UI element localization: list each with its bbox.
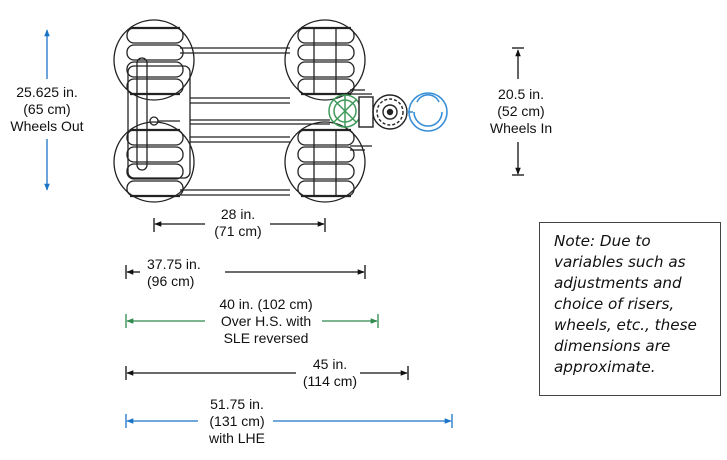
d37-line2: (96 cm) [147,273,195,289]
wheels-out-line1: 25.625 in. [16,84,78,100]
label-wheels-in: 20.5 in. (52 cm) Wheels In [476,86,566,137]
d28-line1: 28 in. [220,206,256,222]
d40-line1: 40 in. (102 cm) [219,296,313,312]
label-51in: 51.75 in. (131 cm) with LHE [196,396,278,447]
walker-top-view [113,19,372,203]
dim-40in [125,314,379,328]
dim-28in [153,218,326,232]
tire-shadows [130,26,351,198]
d45-line2: (114 cm) [302,373,358,389]
wheels-in-line3: Wheels In [489,120,553,136]
dim-45in [125,366,409,380]
d28-line2: (71 cm) [214,223,262,239]
d40-line3: SLE reversed [223,330,309,346]
head-support-hub [358,94,408,130]
label-45in: 45 in. (114 cm) [294,356,366,390]
d51-line3: with LHE [208,430,266,446]
wheels-in-line1: 20.5 in. [498,86,544,102]
dim-51in [125,414,453,428]
wheels-out-line2: (65 cm) [23,101,71,117]
d45-line1: 45 in. [312,356,348,372]
wheel-front-top [284,19,366,101]
d51-line2: (131 cm) [209,413,265,429]
lhe-accessory [407,92,448,132]
label-28in: 28 in. (71 cm) [205,206,271,240]
label-37in: 37.75 in. (96 cm) [144,256,230,290]
d37-line1: 37.75 in. [147,256,201,272]
label-wheels-out: 25.625 in. (65 cm) Wheels Out [4,84,90,135]
wheel-front-bottom [284,121,366,203]
dim-wheels-in [512,47,524,176]
d40-line2: Over H.S. with [220,313,312,329]
d51-line1: 51.75 in. [210,396,264,412]
dim-37in [125,265,366,279]
wheels-in-line2: (52 cm) [497,103,545,119]
label-40in: 40 in. (102 cm) Over H.S. with SLE rever… [198,296,334,347]
sle-reversed-accessory [328,94,362,128]
approximation-note: Note: Due to variables such as adjustmen… [539,222,721,396]
wheels-out-line3: Wheels Out [10,118,84,134]
